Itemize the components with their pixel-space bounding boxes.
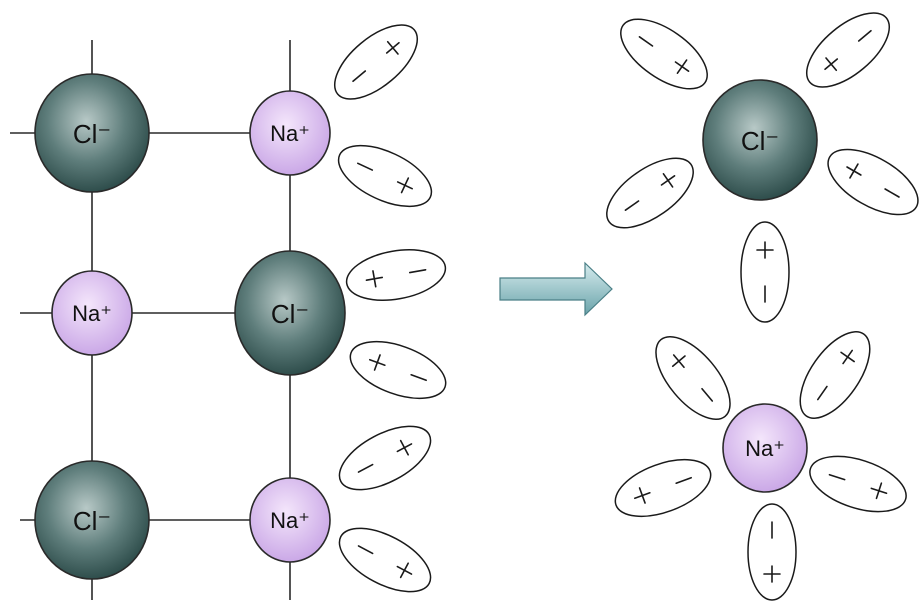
water-dipole-lattice [345, 249, 447, 301]
ion-label: Cl⁻ [73, 506, 111, 536]
water-dipole-cl-right [827, 148, 919, 216]
ion-label: Na⁺ [72, 301, 112, 326]
ion-label: Cl⁻ [73, 119, 111, 149]
lattice-ion-na-top-right: Na⁺ [249, 90, 331, 176]
lattice-ion-na-mid-left: Na⁺ [51, 270, 133, 356]
ion-label: Na⁺ [270, 508, 310, 533]
water-dipole-cl-upper-left [620, 18, 708, 90]
ion-label: Cl⁻ [741, 126, 779, 156]
water-dipole-lattice [349, 340, 447, 400]
water-dipole-lattice [338, 425, 432, 491]
lattice-ion-cl-top-left: Cl⁻ [34, 73, 150, 193]
lattice-ion-cl-mid-right: Cl⁻ [234, 250, 346, 376]
lattice-ion-na-bottom-right: Na⁺ [249, 477, 331, 563]
ion-label: Na⁺ [270, 121, 310, 146]
water-dipole-na-upper-right [799, 331, 871, 419]
water-dipole-na-upper-left [655, 335, 731, 421]
water-dipole-na-right [809, 455, 907, 513]
arrow-right-icon [499, 261, 613, 317]
lattice-ion-cl-bottom-left: Cl⁻ [34, 460, 150, 580]
hydrated-ion-cl: Cl⁻ [702, 79, 818, 201]
water-dipole-lattice [338, 527, 432, 593]
water-dipole-lattice [337, 144, 433, 208]
water-dipole-cl-bottom [740, 221, 790, 323]
water-dipole-cl-upper-right [805, 12, 891, 88]
water-dipole-cl-left [606, 157, 694, 229]
water-dipole-na-bottom [747, 503, 797, 601]
ion-label: Na⁺ [745, 436, 785, 461]
hydrated-ion-na: Na⁺ [722, 403, 808, 493]
water-dipole-lattice [333, 24, 419, 100]
water-dipole-na-left [614, 458, 712, 518]
ion-label: Cl⁻ [271, 299, 309, 329]
